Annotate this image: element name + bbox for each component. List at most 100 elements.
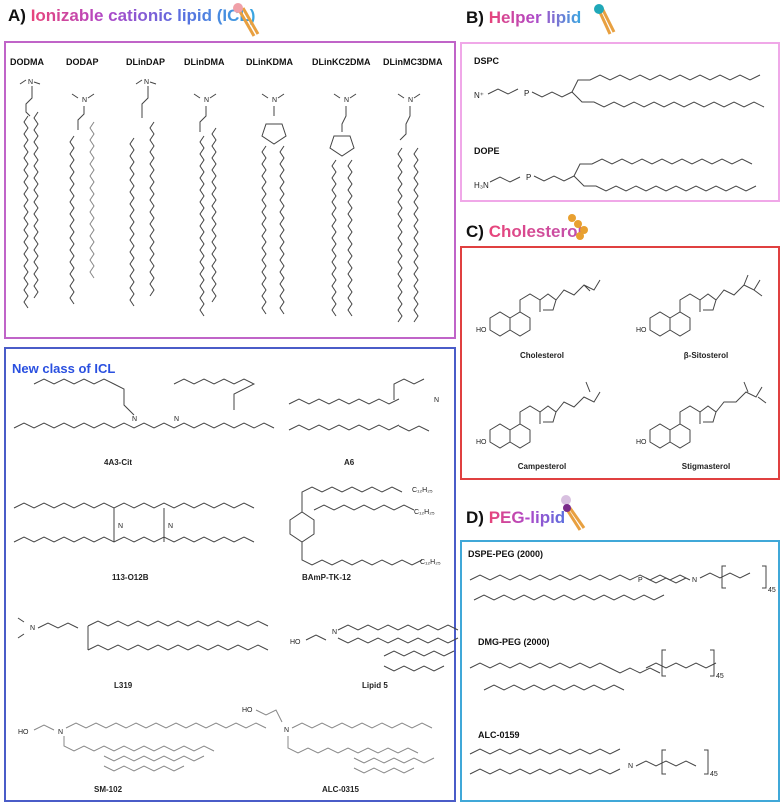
panel-a-box (4, 41, 456, 339)
alc0159-n-atom: N (628, 763, 633, 770)
panel-d-title: D) PEG-lipid (466, 508, 565, 528)
sm102-n-atom: N (58, 729, 63, 736)
dmg-peg-structure: 45 (469, 649, 724, 691)
dspc-nplus-atom: N⁺ (474, 91, 484, 100)
dodma-structure: N (19, 79, 41, 309)
cholesterol-icon (568, 214, 588, 240)
campesterol-label: Campesterol (518, 462, 566, 471)
l319-n-atom: N (30, 625, 35, 632)
peg-lipid-icon (561, 495, 586, 531)
sitosterol-label: β-Sitosterol (684, 351, 728, 360)
panel-b-heading: Helper lipid (488, 8, 582, 27)
113-o12b-structure: N N (13, 502, 255, 543)
panel-b-box (460, 42, 780, 202)
dodap-n-atom: N (82, 97, 87, 104)
panel-b-title: B) Helper lipid (466, 8, 581, 28)
dlindap-n-atom: N (144, 79, 149, 86)
lipid-dodma-label: DODMA (10, 57, 44, 67)
dspe-p-atom: P (638, 577, 643, 584)
lipid5-n-atom: N (332, 629, 337, 636)
panel-a-title: A) Ionizable cationic lipid (ICL) (8, 6, 255, 26)
dlinmc3dma-n-atom: N (408, 97, 413, 104)
dspc-structure: N⁺ P (474, 74, 765, 108)
dspe-repeat: 45 (768, 587, 776, 594)
dope-h3n-atom: H₃N (474, 181, 489, 190)
dodap-structure: N (69, 93, 95, 305)
lipid-dlindap-label: DLinDAP (126, 57, 165, 67)
stigmasterol-label: Stigmasterol (682, 462, 730, 471)
4a3-n2-atom: N (174, 416, 179, 423)
panel-c-letter: C) (466, 222, 484, 241)
panel-c-heading: Cholesterol (488, 222, 583, 241)
alc0315-n-atom: N (284, 727, 289, 734)
dlinkdma-n-atom: N (272, 97, 277, 104)
new-class-box (4, 347, 456, 802)
dmg-repeat: 45 (716, 673, 724, 680)
panel-a-letter: A) (8, 6, 26, 25)
bamp-tk-12-label: BAmP-TK-12 (302, 573, 351, 582)
lipid-nanoparticle-icon (233, 3, 260, 37)
lipid-dlindma-label: DLinDMA (184, 57, 225, 67)
alc-0159-label: ALC-0159 (478, 730, 520, 740)
campesterol-structure: HO (476, 381, 601, 449)
dspc-p-atom: P (524, 89, 529, 98)
alc-0159-structure: N 45 (469, 748, 718, 778)
dlinkc2dma-structure: N (329, 93, 357, 317)
alc-0315-label: ALC-0315 (322, 785, 359, 794)
lipid-dlinmc3dma-label: DLinMC3DMA (383, 57, 443, 67)
alc0159-repeat: 45 (710, 771, 718, 778)
dlindma-n-atom: N (204, 97, 209, 104)
a6-n-atom: N (434, 397, 439, 404)
new-icl-structures: N N 4A3-Cit N A6 N N 113-O12B C₁₂H₂₅ C₁₂… (13, 378, 459, 794)
a6-structure: N (288, 378, 439, 432)
stigmasterol-ho: HO (636, 439, 647, 446)
peg-lipid-structures: P N 45 45 N 45 (469, 565, 776, 778)
bamp-c12-3: C₁₂H₂₅ (420, 559, 441, 566)
dlinkc2dma-n-atom: N (344, 97, 349, 104)
dspc-label: DSPC (474, 56, 500, 66)
dope-label: DOPE (474, 146, 500, 156)
sm-102-structure: HO N (18, 722, 267, 772)
panel-d-letter: D) (466, 508, 484, 527)
sm-102-label: SM-102 (94, 785, 123, 794)
panel-c-box (460, 246, 780, 480)
cholesterol-label: Cholesterol (520, 351, 564, 360)
4a3-cit-structure: N N (13, 378, 275, 429)
sitosterol-ho: HO (636, 327, 647, 334)
lipid-5-structure: HO N (290, 624, 459, 672)
lipid-dodap-label: DODAP (66, 57, 99, 67)
sterol-structures: HO Cholesterol HO β-Sitosterol HO Campes… (476, 274, 767, 471)
113-n1-atom: N (118, 523, 123, 530)
helper-lipid-structures: N⁺ P H₃N P (474, 74, 765, 192)
lipid5-ho-atom: HO (290, 639, 301, 646)
new-class-title: New class of ICL (12, 361, 116, 376)
a6-label: A6 (344, 458, 355, 467)
dspe-n-atom: N (692, 577, 697, 584)
dlindap-structure: N (129, 79, 157, 307)
dlindma-structure: N (193, 93, 217, 317)
dodma-n-atom: N (28, 79, 33, 86)
alc0315-ho-atom: HO (242, 707, 253, 714)
dspe-peg-structure: P N 45 (469, 565, 776, 601)
l319-label: L319 (114, 681, 133, 690)
l319-structure: N (17, 617, 269, 651)
bamp-c12-1: C₁₂H₂₅ (412, 487, 433, 494)
alc-0315-structure: HO N (242, 707, 435, 774)
stigmasterol-structure: HO (636, 381, 767, 449)
dspe-peg-label: DSPE-PEG (2000) (468, 549, 544, 559)
helper-lipid-icon (594, 4, 616, 35)
lipid-5-label: Lipid 5 (362, 681, 388, 690)
113-n2-atom: N (168, 523, 173, 530)
dope-p-atom: P (526, 173, 531, 182)
dlinmc3dma-structure: N (397, 93, 421, 323)
113-o12b-label: 113-O12B (112, 573, 149, 582)
cholesterol-structure: HO (476, 279, 601, 337)
4a3-cit-label: 4A3-Cit (104, 458, 132, 467)
sitosterol-structure: HO (636, 274, 763, 337)
dope-structure: H₃N P (474, 158, 757, 192)
lipid-dlinkc2dma-label: DLinKC2DMA (312, 57, 371, 67)
panel-b-letter: B) (466, 8, 484, 27)
cholesterol-ho: HO (476, 327, 487, 334)
sm102-ho-atom: HO (18, 729, 29, 736)
panel-c-title: C) Cholesterol (466, 222, 582, 242)
